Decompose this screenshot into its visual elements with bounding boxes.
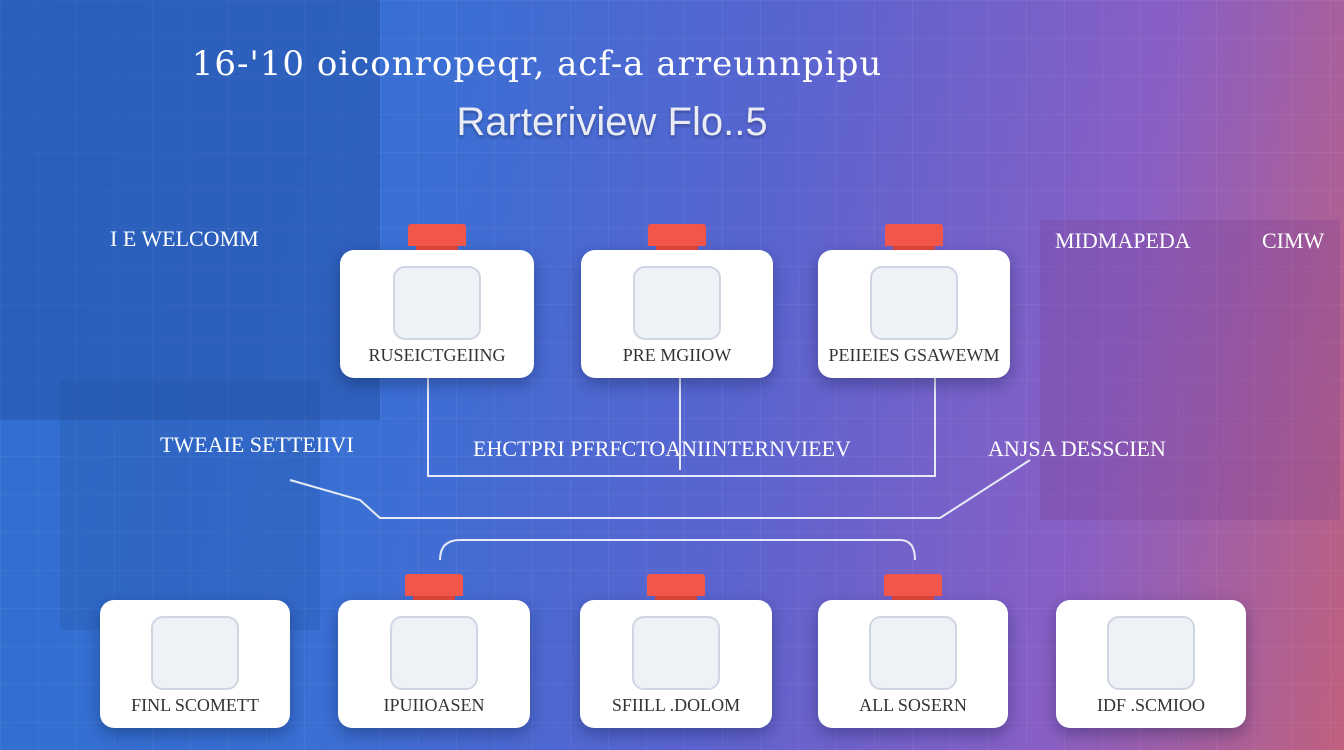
folder-icon	[633, 266, 721, 340]
step-card-label: PRE MGIIOW	[622, 345, 732, 365]
card-tab	[405, 574, 463, 600]
step-card-top-3[interactable]: PEIIEIES GSAWEWM	[818, 224, 1010, 378]
center-flow-label: EHCTPRI PFRFCTOANIINTERNVIEEV	[473, 436, 851, 461]
bottom-connector	[439, 539, 916, 561]
left-label-settings: TWEAIE SETTEIIVI	[160, 432, 354, 457]
step-card-top-2[interactable]: PRE MGIIOW	[581, 224, 773, 378]
step-card-label: SFIILL .DOLOM	[611, 695, 741, 715]
step-card-label: RUSEICTGEIING	[368, 345, 506, 365]
card-tab	[884, 574, 942, 600]
check-shield-icon	[1107, 616, 1195, 690]
right-label-extra: CIMW	[1262, 228, 1325, 253]
page-subtitle: Rarteriview Flo..5	[456, 100, 768, 144]
left-label-welcome: I E WELCOMM	[110, 226, 259, 251]
card-tab	[648, 224, 706, 250]
briefcase-icon	[870, 266, 958, 340]
chat-icon	[151, 616, 239, 690]
check-icon	[632, 616, 720, 690]
card-tab	[885, 224, 943, 250]
top-connector	[427, 378, 936, 477]
bag-icon	[393, 266, 481, 340]
right-label-map: MIDMAPEDA	[1055, 228, 1191, 253]
step-card-bottom-4[interactable]: ALL SOSERN	[818, 574, 1008, 728]
step-card-label: FINL SCOMETT	[131, 695, 259, 715]
step-card-label: IDF .SCMIOO	[1096, 695, 1206, 715]
check-shield-icon	[869, 616, 957, 690]
step-card-label: PEIIEIES GSAWEWM	[828, 345, 1000, 365]
step-card-bottom-2[interactable]: IPUIIOASEN	[338, 574, 530, 728]
page-title: 16-'10 oiconropeqr, acf-a arreunnpipu	[191, 44, 883, 84]
step-card-label: IPUIIOASEN	[383, 695, 485, 715]
document-icon	[390, 616, 478, 690]
background-building	[0, 0, 380, 420]
step-card-label: ALL SOSERN	[859, 695, 967, 715]
card-tab	[647, 574, 705, 600]
right-label-description: ANJSA DESSCIEN	[988, 436, 1166, 461]
background-building	[1040, 220, 1340, 520]
step-card-bottom-1[interactable]: FINL SCOMETT	[100, 600, 290, 728]
step-card-bottom-3[interactable]: SFIILL .DOLOM	[580, 574, 772, 728]
background-building	[60, 380, 320, 630]
step-card-bottom-5[interactable]: IDF .SCMIOO	[1056, 600, 1246, 728]
card-tab	[408, 224, 466, 250]
mid-connector	[289, 459, 1031, 519]
step-card-top-1[interactable]: RUSEICTGEIING	[340, 224, 534, 378]
